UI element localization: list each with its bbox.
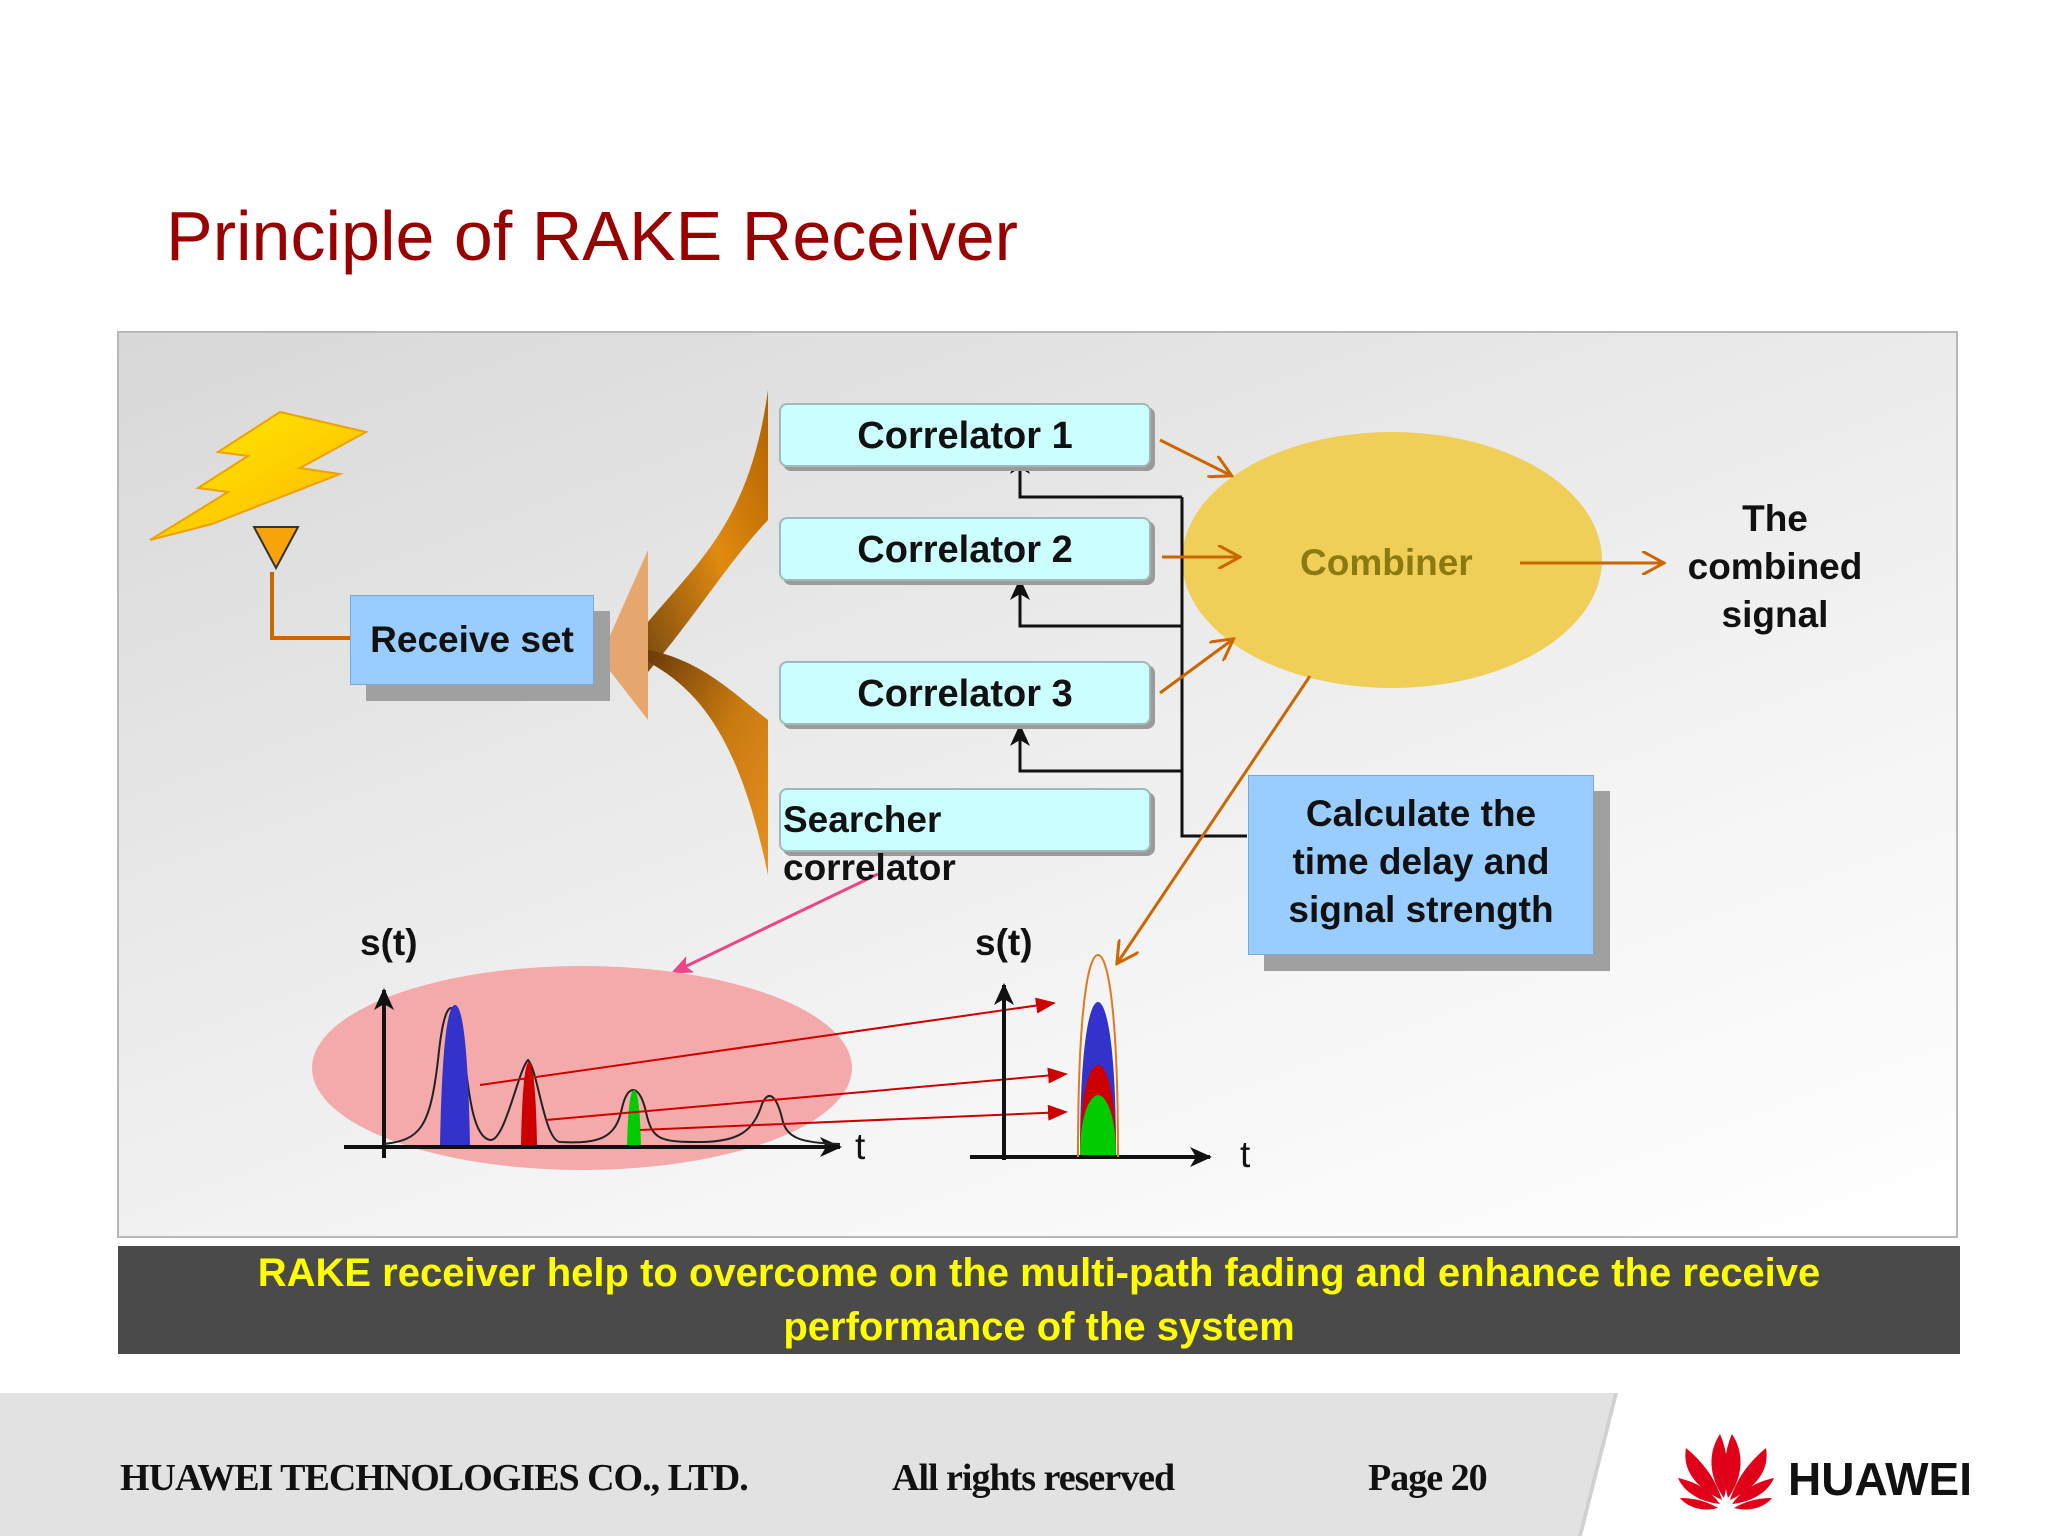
banner-line-1: RAKE receiver help to overcome on the mu… bbox=[257, 1251, 1821, 1295]
footer-company: HUAWEI TECHNOLOGIES CO., LTD. bbox=[120, 1457, 749, 1499]
footer-page-number: Page 20 bbox=[1368, 1457, 1488, 1499]
searcher-label-line-2: correlator bbox=[783, 847, 956, 888]
combined-line-1: The bbox=[1742, 498, 1808, 539]
correlator-1-box: Correlator 1 bbox=[779, 403, 1151, 467]
correlator-3-box: Correlator 3 bbox=[779, 661, 1151, 725]
banner-line-2: performance of the system bbox=[783, 1305, 1295, 1349]
calc-line-2: time delay and bbox=[1292, 841, 1550, 882]
splitter-horn-bottom bbox=[648, 650, 768, 875]
left-peak-green bbox=[627, 1090, 641, 1145]
splitter-cone bbox=[600, 550, 648, 720]
correlator-2-box: Correlator 2 bbox=[779, 517, 1151, 581]
left-peak-blue bbox=[440, 1005, 470, 1145]
align-arrow-1 bbox=[479, 997, 1056, 1086]
searcher-correlator-label: Searcher correlator bbox=[783, 796, 956, 892]
align-arrow-2 bbox=[545, 1067, 1068, 1121]
calculate-delay-box: Calculate the time delay and signal stre… bbox=[1248, 775, 1594, 955]
splitter-horn-top bbox=[648, 390, 768, 672]
footer-rights: All rights reserved bbox=[892, 1457, 1175, 1499]
left-plot-ylabel: s(t) bbox=[360, 922, 418, 963]
calc-line-1: Calculate the bbox=[1305, 793, 1537, 834]
combined-signal-label: The combined signal bbox=[1660, 495, 1890, 639]
right-plot-xlabel: t bbox=[1240, 1134, 1251, 1175]
slide-title: Principle of RAKE Receiver bbox=[166, 197, 1018, 275]
combined-line-2: combined bbox=[1687, 546, 1863, 587]
corr3-arrow bbox=[1159, 640, 1232, 695]
left-plot-xlabel: t bbox=[855, 1126, 866, 1167]
lightning-icon bbox=[149, 410, 369, 541]
right-peak-green bbox=[1080, 1095, 1116, 1155]
left-peak-red bbox=[521, 1062, 537, 1145]
antenna-line bbox=[270, 572, 352, 640]
right-plot-ylabel: s(t) bbox=[975, 922, 1033, 963]
footer-brand: HUAWEI bbox=[1788, 1453, 1972, 1505]
combiner-label: Combiner bbox=[1300, 542, 1473, 583]
combiner-ellipse bbox=[1182, 432, 1602, 688]
summary-banner: RAKE receiver help to overcome on the mu… bbox=[118, 1246, 1960, 1354]
receive-set-box: Receive set bbox=[350, 595, 594, 685]
antenna-icon bbox=[252, 526, 300, 571]
combiner-to-plot-arrow bbox=[1118, 675, 1312, 962]
corr1-arrow bbox=[1159, 438, 1230, 475]
calc-line-3: signal strength bbox=[1288, 889, 1554, 930]
searcher-label-line-1: Searcher bbox=[783, 799, 942, 840]
searcher-correlator-box bbox=[779, 788, 1151, 852]
right-peak-outline bbox=[1077, 953, 1119, 1158]
combined-line-3: signal bbox=[1721, 594, 1829, 635]
searcher-to-plot-arrow bbox=[670, 872, 879, 974]
align-arrow-3 bbox=[639, 1104, 1068, 1131]
feedback-line bbox=[1180, 497, 1247, 838]
footer-logo-area bbox=[1578, 1393, 2048, 1536]
